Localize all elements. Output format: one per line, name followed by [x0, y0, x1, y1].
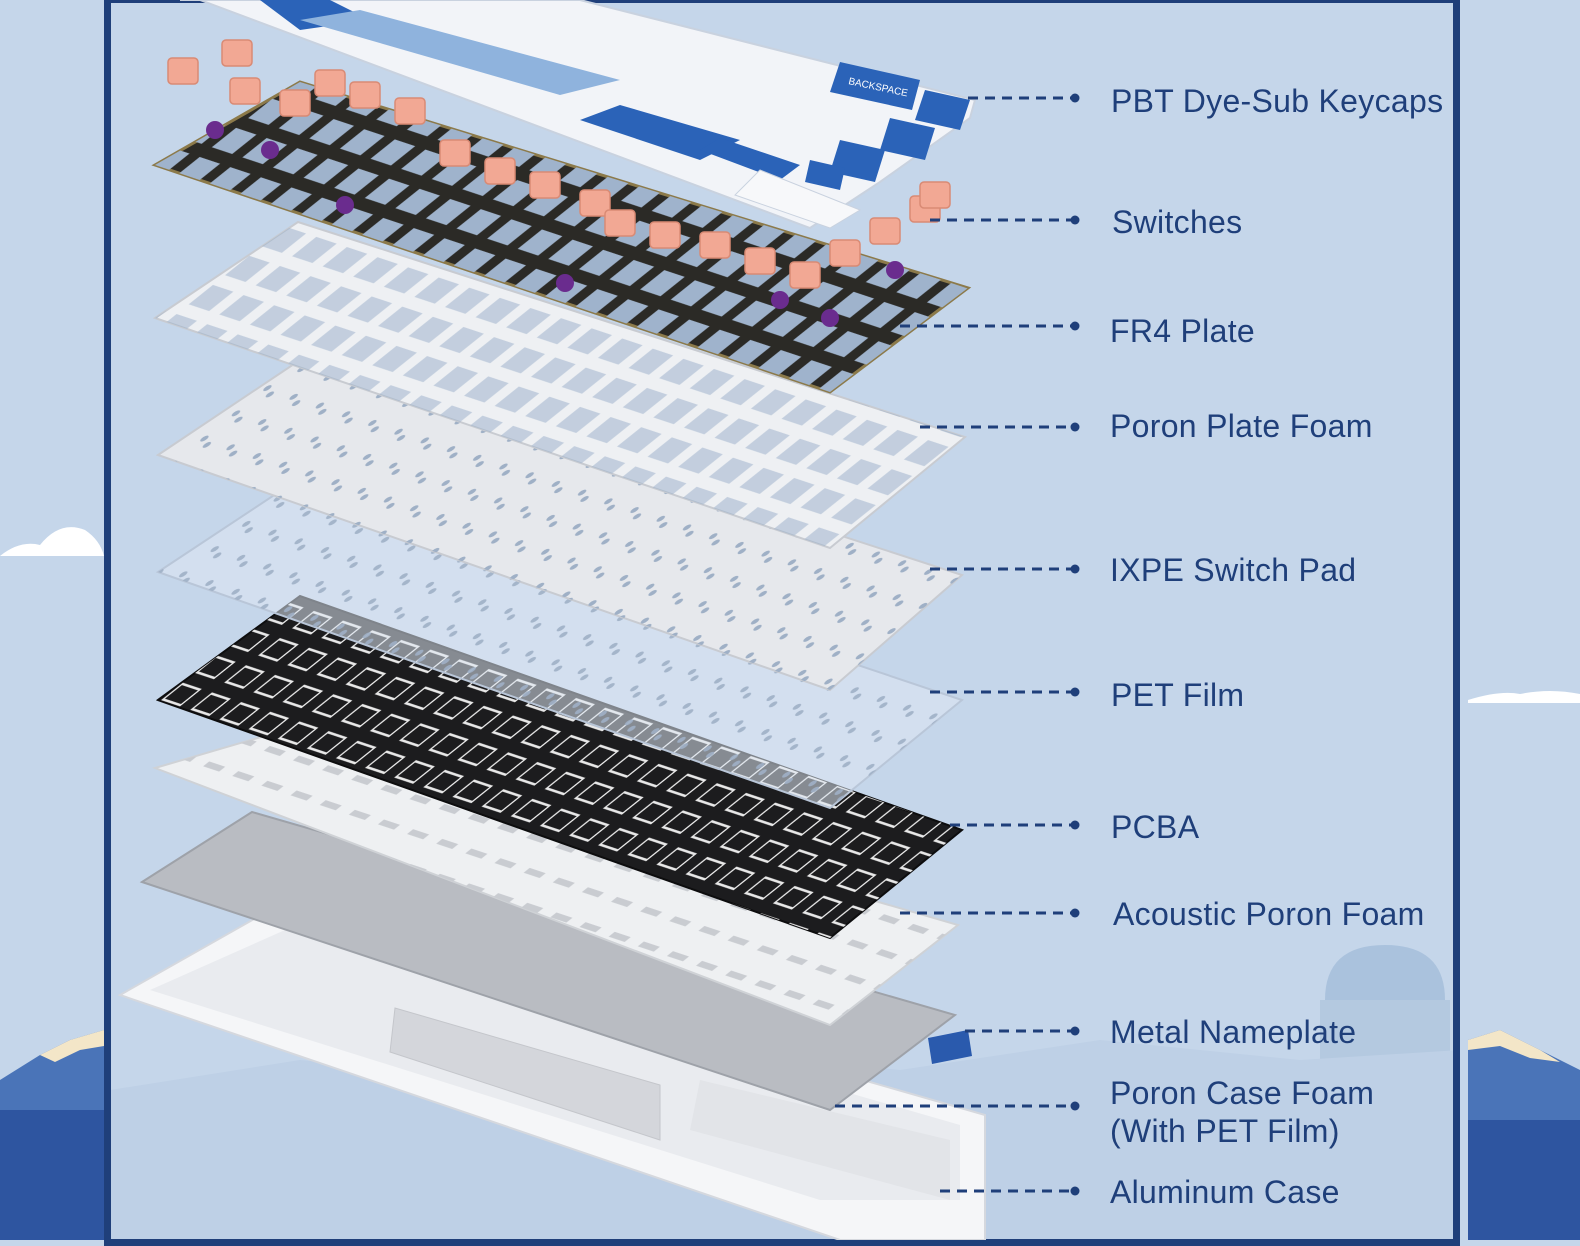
label-pcba: PCBA	[1111, 808, 1199, 846]
layer-nameplate	[928, 1030, 972, 1064]
label-pet-film: PET Film	[1111, 676, 1244, 714]
label-acoustic-foam: Acoustic Poron Foam	[1113, 895, 1425, 933]
label-plate-foam: Poron Plate Foam	[1110, 407, 1373, 445]
label-fr4-plate: FR4 Plate	[1110, 312, 1255, 350]
label-case-foam: Poron Case Foam (With PET Film)	[1110, 1074, 1374, 1150]
label-keycaps: PBT Dye-Sub Keycaps	[1111, 82, 1443, 120]
label-switch-pad: IXPE Switch Pad	[1110, 551, 1356, 589]
label-switches: Switches	[1112, 203, 1242, 241]
leader-endpoints	[1071, 94, 1080, 1196]
label-case: Aluminum Case	[1110, 1173, 1340, 1211]
label-nameplate: Metal Nameplate	[1110, 1013, 1356, 1051]
